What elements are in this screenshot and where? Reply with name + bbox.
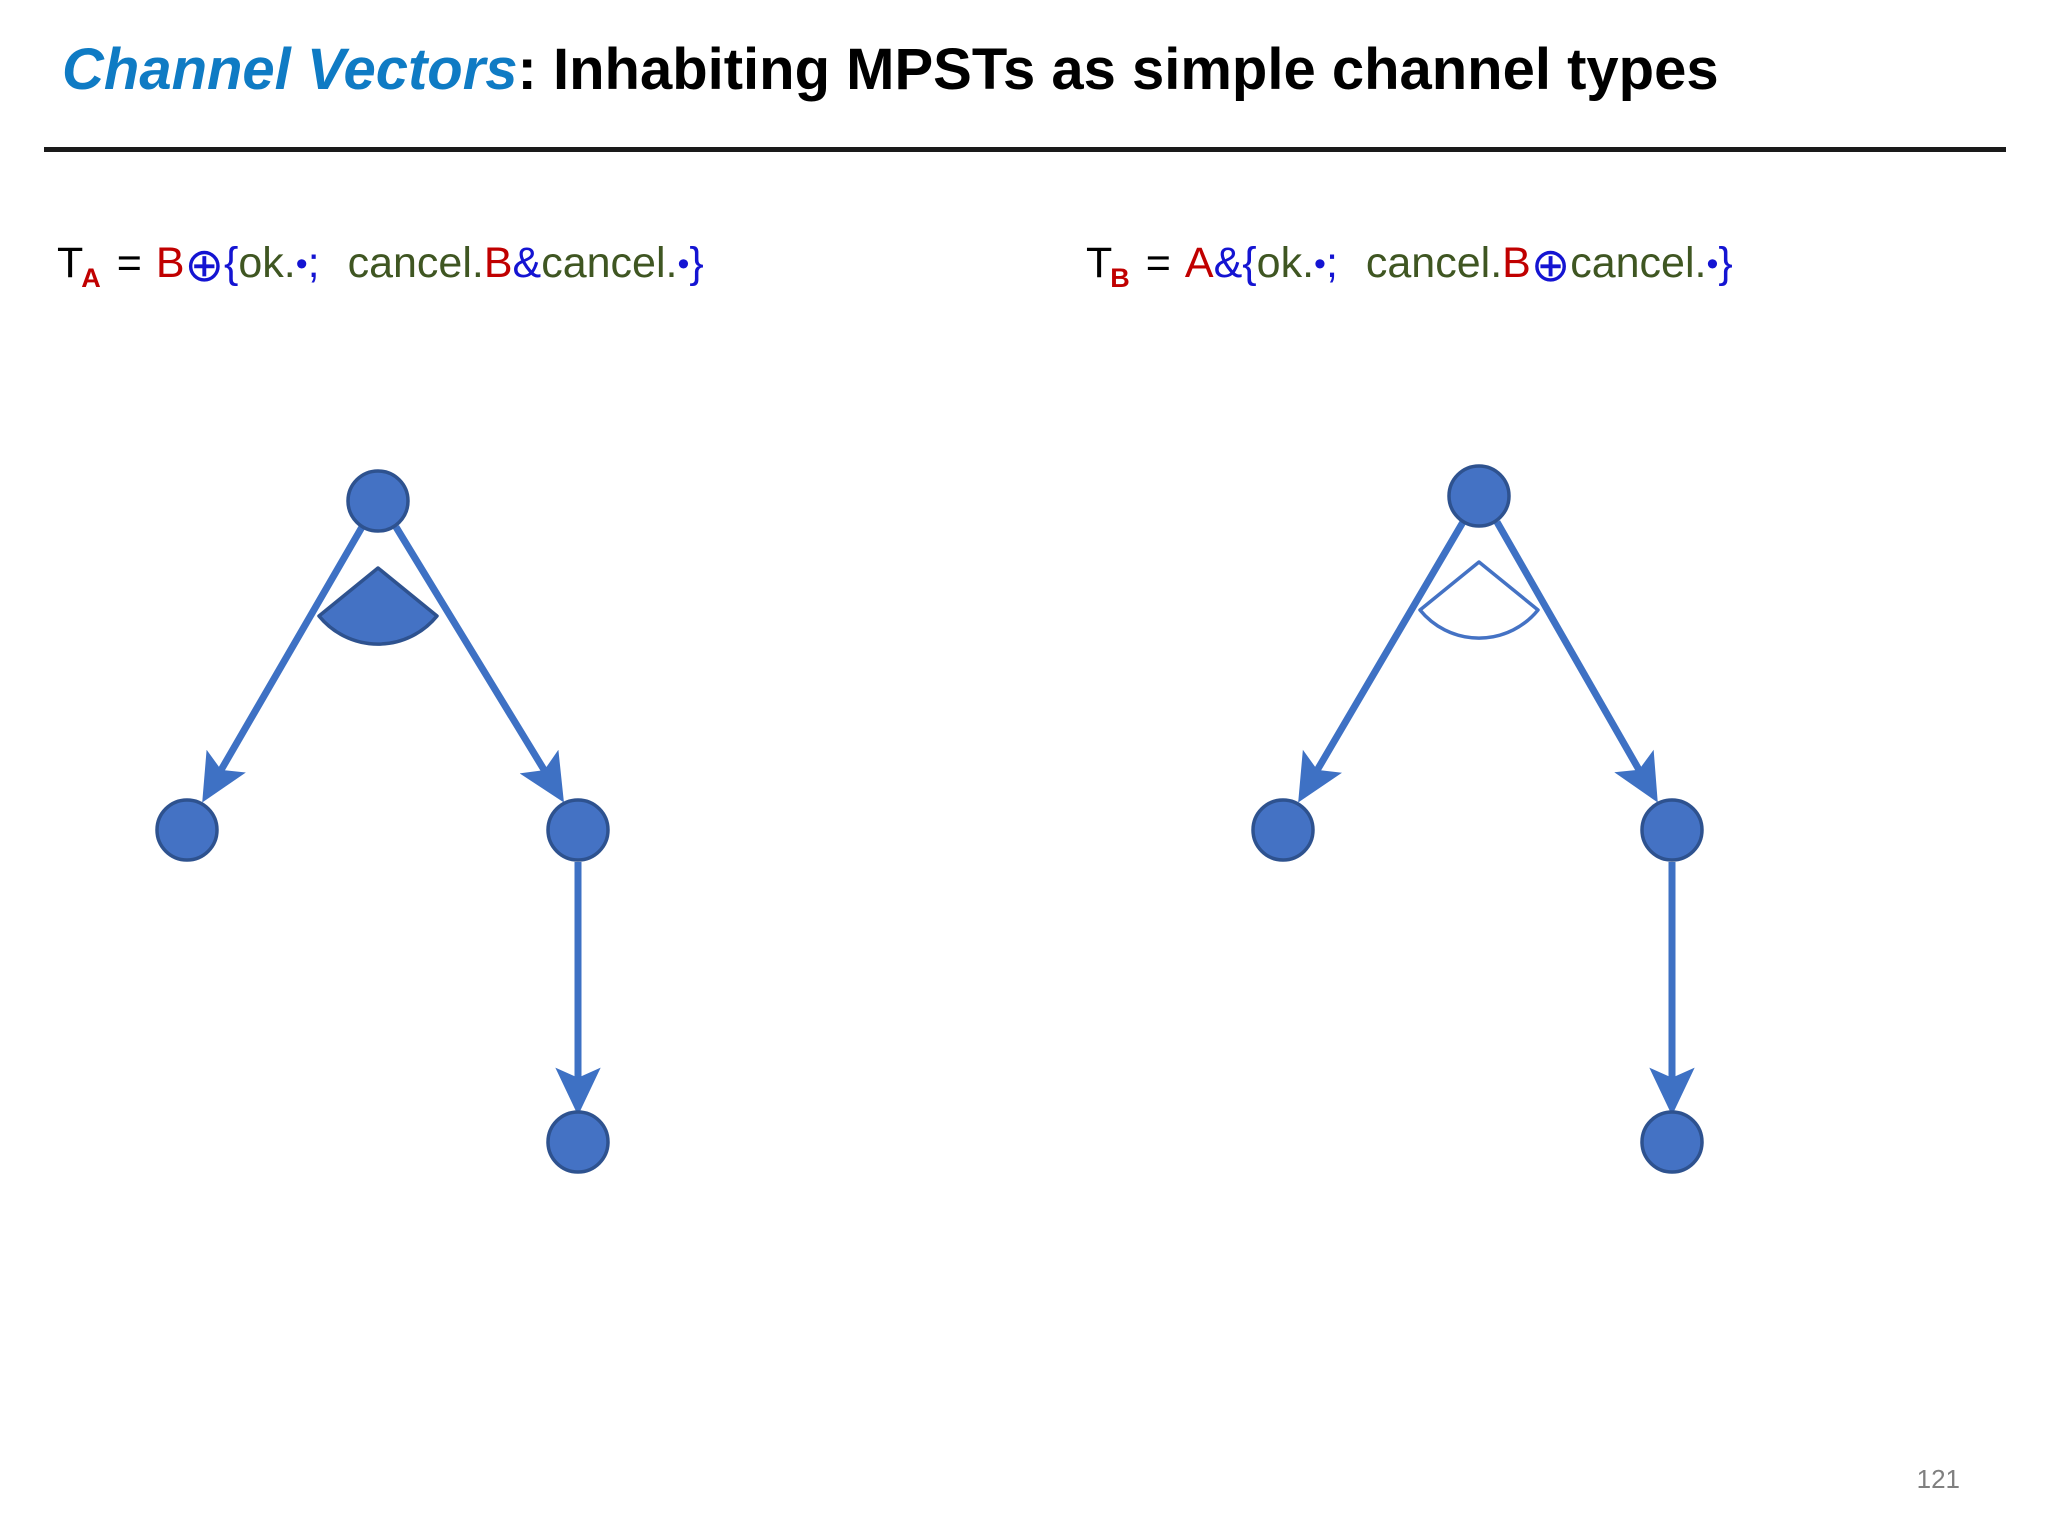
formula-b-subscript: B: [1110, 263, 1130, 293]
formula-a-role: B: [155, 239, 185, 287]
edge-a-root-to-left: [202, 525, 366, 803]
formula-type-a: TA=B⊕{ok.•;cancel.B&cancel.•}: [57, 232, 704, 297]
oplus-icon: ⊕: [1530, 238, 1571, 291]
wedge-marker-filled-a: [317, 566, 439, 646]
formula-b-operator: &: [1213, 239, 1243, 287]
page-number: 121: [1916, 1464, 1960, 1494]
formula-b-branch2-tail: cancel.: [1570, 239, 1707, 287]
node-a-root[interactable]: [346, 469, 410, 533]
node-a-right[interactable]: [546, 798, 610, 862]
edge-b-root-to-left: [1298, 520, 1467, 803]
formula-a-branch2-role: B: [483, 239, 513, 287]
diagram-channel-vector-b: [1251, 464, 1704, 1174]
bullet-icon: •: [677, 245, 690, 283]
node-b-right[interactable]: [1640, 798, 1704, 862]
diagram-channel-vector-a: [155, 469, 610, 1174]
formula-a-branch2-tail: cancel.: [541, 239, 678, 287]
node-a-bottom[interactable]: [546, 1110, 610, 1174]
formula-a-open-brace: {: [223, 239, 239, 287]
formula-b-role: A: [1184, 239, 1214, 287]
formula-a-label: T: [57, 239, 84, 287]
formula-a-subscript: A: [81, 263, 101, 293]
node-a-left[interactable]: [155, 798, 219, 862]
title-divider: [44, 147, 2006, 152]
formula-type-b: TB=A&{ok.•;cancel.B⊕cancel.•}: [1086, 232, 1733, 297]
node-b-root[interactable]: [1447, 464, 1511, 528]
formula-a-branch2-label: cancel.: [347, 239, 484, 287]
formula-b-branch1-label: ok.: [1256, 239, 1315, 287]
formula-b-separator: ;: [1325, 239, 1338, 287]
formula-b-equals: =: [1145, 239, 1171, 287]
formula-a-branch1-label: ok.: [238, 239, 296, 287]
formula-b-branch2-role: B: [1502, 239, 1531, 287]
bullet-icon: •: [1314, 245, 1326, 283]
oplus-icon: ⊕: [184, 238, 224, 291]
page-title-accent: Channel Vectors: [62, 37, 518, 102]
bullet-icon: •: [1706, 245, 1719, 283]
formula-a-close-brace: }: [689, 239, 704, 287]
node-b-left[interactable]: [1251, 798, 1315, 862]
formula-a-separator: ;: [307, 239, 320, 287]
page-title: Channel Vectors: Inhabiting MPSTs as sim…: [62, 34, 2002, 106]
formula-a-branch2-operator: &: [512, 239, 542, 287]
edge-b-root-to-right: [1493, 520, 1658, 803]
formula-b-label: T: [1086, 239, 1113, 287]
formula-a-equals: =: [116, 239, 142, 287]
edge-a-root-to-right: [393, 525, 564, 803]
formula-b-close-brace: }: [1718, 239, 1733, 287]
node-b-bottom[interactable]: [1640, 1110, 1704, 1174]
wedge-marker-outline-b: [1418, 560, 1540, 640]
formula-b-open-brace: {: [1242, 239, 1257, 287]
bullet-icon: •: [295, 245, 308, 283]
page-title-rest: : Inhabiting MPSTs as simple channel typ…: [517, 37, 1719, 102]
formula-b-branch2-label: cancel.: [1365, 239, 1503, 287]
